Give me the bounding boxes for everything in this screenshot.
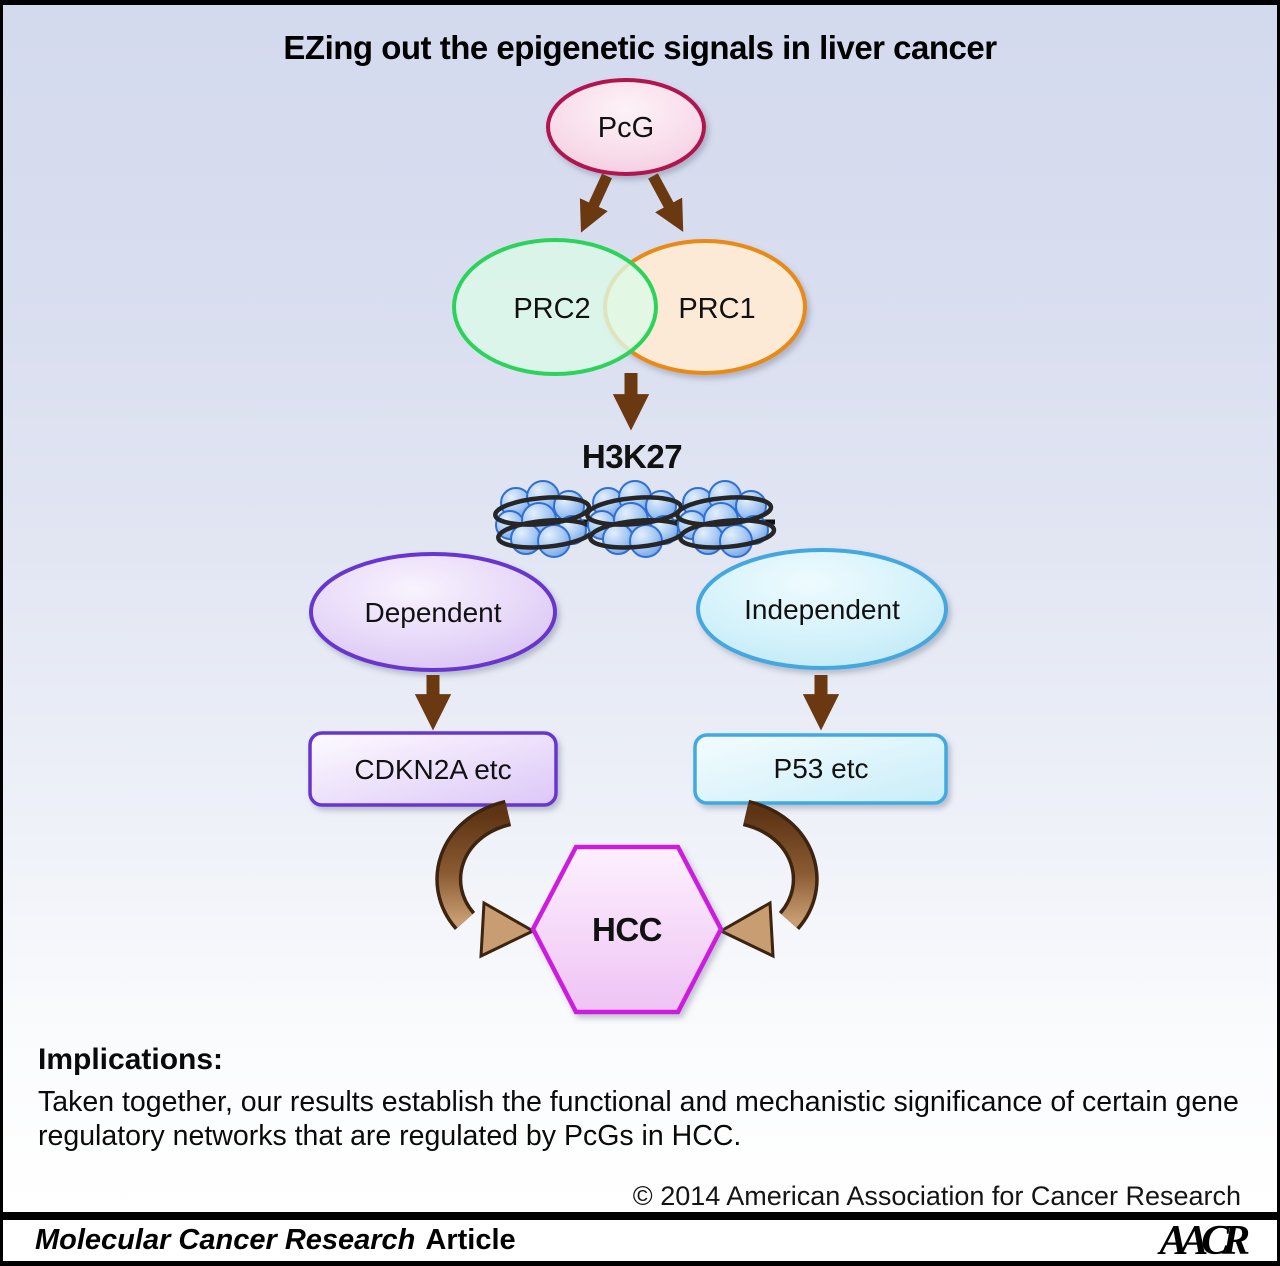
p53-box: P53 etc: [693, 733, 948, 805]
independent-label: Independent: [744, 594, 900, 625]
h3k27-label: H3K27: [582, 438, 682, 475]
chromatin-nucleosomes-icon: [494, 481, 775, 557]
journal-footer-bar: Molecular Cancer Research Article AACR: [0, 1215, 1280, 1266]
journal-article-line: Molecular Cancer Research Article: [35, 1224, 516, 1257]
prc1-label: PRC1: [678, 293, 755, 325]
implications-heading: Implications:: [38, 1043, 224, 1076]
cdkn2a-box: CDKN2A etc: [308, 731, 558, 807]
dependent-node: Dependent: [309, 552, 557, 672]
aacr-logo: AACR: [1159, 1217, 1251, 1264]
implications-block: Implications: Taken together, our result…: [38, 1043, 1243, 1153]
curved-arrow-right: [717, 799, 819, 959]
p53-label: P53 etc: [774, 753, 869, 784]
hcc-label: HCC: [592, 911, 662, 948]
pcg-node: PcG: [546, 78, 706, 176]
copyright-line: © 2014 American Association for Cancer R…: [632, 1181, 1241, 1211]
cdkn2a-label: CDKN2A etc: [354, 754, 511, 785]
article-type-label: Article: [425, 1224, 516, 1256]
arrow-pcg-prc2: [579, 173, 612, 233]
prc2-label: PRC2: [513, 293, 590, 325]
arrow-pcg-prc1: [648, 173, 684, 232]
pcg-label: PcG: [598, 112, 654, 144]
independent-node: Independent: [696, 548, 948, 670]
dependent-label: Dependent: [364, 597, 501, 628]
graphical-abstract-panel: EZing out the epigenetic signals in live…: [0, 0, 1280, 1215]
hcc-node: HCC: [530, 844, 724, 1015]
flow-diagram: PcG PRC2 PRC1 H3K27: [308, 78, 948, 1015]
figure-title: EZing out the epigenetic signals in live…: [283, 29, 997, 66]
journal-name: Molecular Cancer Research: [35, 1224, 416, 1256]
prc2-node: [452, 238, 658, 376]
curved-arrow-left: [435, 799, 537, 959]
implications-text: Taken together, our results establish th…: [38, 1086, 1239, 1153]
